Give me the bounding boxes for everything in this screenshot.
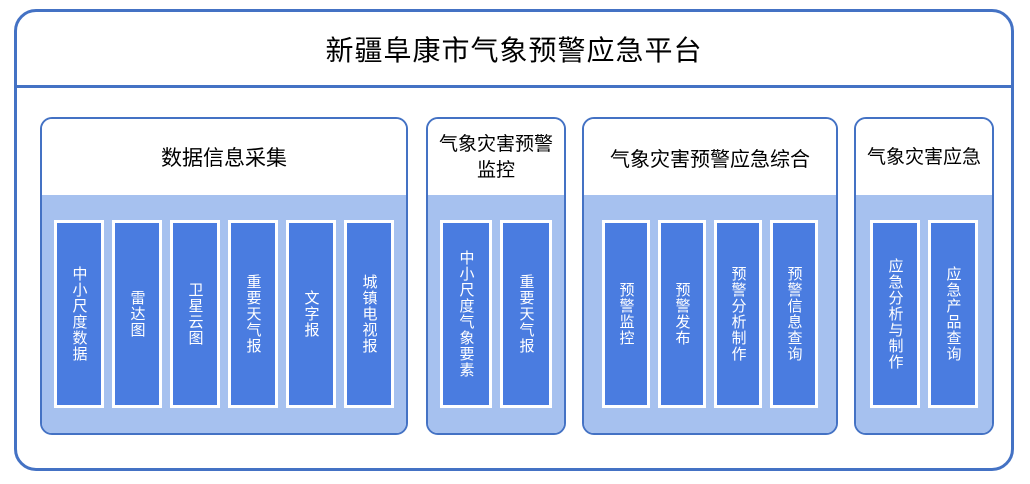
group-card-warning-monitoring[interactable]: 气象灾害预警监控 中小尺度气象要素 重要天气报 bbox=[426, 117, 566, 435]
item-label: 文字报 bbox=[302, 290, 321, 338]
item-label: 应急分析与制作 bbox=[886, 258, 905, 370]
title-divider bbox=[17, 85, 1011, 88]
item-label: 预警发布 bbox=[673, 282, 692, 346]
group-header-label: 数据信息采集 bbox=[42, 119, 406, 195]
item-label: 卫星云图 bbox=[186, 282, 205, 346]
group-body: 中小尺度气象要素 重要天气报 bbox=[428, 195, 564, 433]
item-box[interactable]: 应急产品查询 bbox=[928, 220, 978, 408]
group-body: 应急分析与制作 应急产品查询 bbox=[856, 195, 992, 433]
item-label: 中小尺度数据 bbox=[70, 266, 89, 362]
group-card-disaster-emergency[interactable]: 气象灾害应急 应急分析与制作 应急产品查询 bbox=[854, 117, 994, 435]
group-header-label: 气象灾害预警监控 bbox=[428, 119, 564, 195]
item-box[interactable]: 雷达图 bbox=[112, 220, 162, 408]
group-card-warning-emergency-integrated[interactable]: 气象灾害预警应急综合 预警监控 预警发布 预警分析制作 预警信息查询 bbox=[582, 117, 838, 435]
item-box[interactable]: 应急分析与制作 bbox=[870, 220, 920, 408]
page-title: 新疆阜康市气象预警应急平台 bbox=[325, 33, 703, 67]
item-box[interactable]: 中小尺度数据 bbox=[54, 220, 104, 408]
item-box[interactable]: 预警分析制作 bbox=[714, 220, 762, 408]
item-box[interactable]: 重要天气报 bbox=[228, 220, 278, 408]
item-box[interactable]: 预警发布 bbox=[658, 220, 706, 408]
item-label: 重要天气报 bbox=[517, 274, 536, 354]
item-box[interactable]: 预警信息查询 bbox=[770, 220, 818, 408]
group-header-label: 气象灾害应急 bbox=[856, 119, 992, 195]
item-label: 预警监控 bbox=[617, 282, 636, 346]
item-label: 中小尺度气象要素 bbox=[457, 250, 476, 378]
item-box[interactable]: 城镇电视报 bbox=[344, 220, 394, 408]
item-box[interactable]: 文字报 bbox=[286, 220, 336, 408]
item-label: 预警分析制作 bbox=[729, 266, 748, 362]
item-label: 预警信息查询 bbox=[785, 266, 804, 362]
group-body: 中小尺度数据 雷达图 卫星云图 重要天气报 文字报 城镇电视 bbox=[42, 195, 406, 433]
item-label: 应急产品查询 bbox=[944, 266, 963, 362]
group-card-data-collection[interactable]: 数据信息采集 中小尺度数据 雷达图 卫星云图 重要天气报 文字报 bbox=[40, 117, 408, 435]
platform-frame: 新疆阜康市气象预警应急平台 数据信息采集 中小尺度数据 雷达图 卫星云图 bbox=[14, 9, 1014, 471]
item-box[interactable]: 卫星云图 bbox=[170, 220, 220, 408]
group-header-label: 气象灾害预警应急综合 bbox=[584, 119, 836, 195]
item-box[interactable]: 预警监控 bbox=[602, 220, 650, 408]
item-label: 重要天气报 bbox=[244, 274, 263, 354]
groups-row: 数据信息采集 中小尺度数据 雷达图 卫星云图 重要天气报 文字报 bbox=[40, 117, 994, 447]
group-body: 预警监控 预警发布 预警分析制作 预警信息查询 bbox=[584, 195, 836, 433]
item-label: 雷达图 bbox=[128, 290, 147, 338]
item-box[interactable]: 重要天气报 bbox=[500, 220, 552, 408]
item-box[interactable]: 中小尺度气象要素 bbox=[440, 220, 492, 408]
item-label: 城镇电视报 bbox=[360, 274, 379, 354]
